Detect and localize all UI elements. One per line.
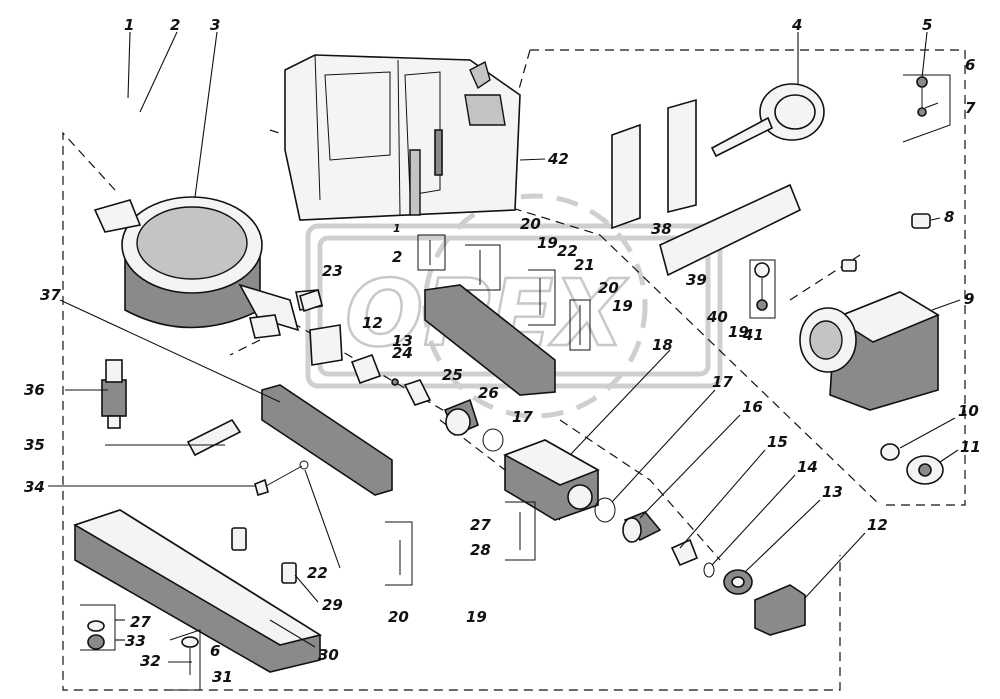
part-8-nut [841,213,931,272]
label-20-upper: 20 [520,215,541,233]
label-2-inner: 2 [392,248,402,266]
label-19-upper: 19 [537,234,558,252]
label-6: 6 [965,56,975,74]
part-30-frame [73,509,323,673]
label-17-mid: 17 [512,408,533,426]
label-39: 39 [686,271,707,289]
part-15-fitting [670,538,699,567]
label-33: 33 [125,632,146,650]
part-27-group [80,604,116,651]
part-26-fitting [443,398,479,437]
label-19: 19 [466,608,487,626]
label-13-inner: 13 [392,332,413,350]
label-1: 1 [124,16,134,34]
label-13: 13 [822,483,843,501]
label-25: 25 [442,366,463,384]
label-38: 38 [651,220,672,238]
part-4-wrench [710,83,825,158]
label-42: 42 [547,150,569,168]
label-31: 31 [212,668,233,686]
label-34: 34 [24,478,45,496]
label-35: 35 [24,436,45,454]
label-21-upper: 21 [574,256,595,274]
part-17-ring [482,428,616,523]
part-34-bolt [254,460,309,497]
label-41: 41 [742,326,764,344]
part-24-pin [350,353,399,386]
label-16: 16 [742,398,763,416]
label-14: 14 [797,458,818,476]
part-35-pin [186,418,242,457]
part-38-bracket [611,98,697,230]
label-8: 8 [944,208,954,226]
bolt-group-upper-left [417,234,591,351]
part-5-bolt-group [902,74,951,143]
part-11-washer [906,455,944,485]
part-23-bushing [299,288,323,313]
label-19-right: 19 [728,323,749,341]
label-24: 24 [392,344,413,362]
part-25-bolt [403,379,432,406]
part-20-pin-group [385,501,536,586]
label-26: 26 [478,384,499,402]
callout-labels: 1 2 3 4 5 6 7 8 9 10 11 12 13 14 15 16 1… [24,16,981,686]
label-36: 36 [24,381,45,399]
label-30: 30 [318,646,339,664]
label-22-upper: 22 [557,242,578,260]
label-9: 9 [964,290,974,308]
label-7: 7 [965,99,976,117]
part-9-motor [799,291,940,411]
cab-assembly [284,54,521,221]
label-22: 22 [307,564,328,582]
label-28: 28 [470,541,491,559]
part-13-plate [309,284,556,396]
label-20-mid: 20 [598,279,619,297]
label-12: 12 [867,516,888,534]
label-19-mid: 19 [612,297,633,315]
part-16-fitting [622,511,662,543]
label-3: 3 [210,16,220,34]
part-13-bushing [723,569,753,595]
label-32: 32 [140,652,161,670]
part-14-ring [703,562,715,578]
part-39-plate [659,183,802,277]
label-27: 27 [470,516,491,534]
label-15: 15 [767,433,788,451]
label-6-lower: 6 [210,642,220,660]
part-37-bar [261,384,393,496]
label-12-inner: 12 [362,314,383,332]
label-23: 23 [322,262,343,280]
label-1-inner: 1 [393,222,401,235]
part-40-bolt-group [749,259,776,319]
label-20: 20 [388,608,409,626]
part-3-housing [93,196,323,339]
label-5: 5 [922,16,932,34]
label-18: 18 [652,336,673,354]
label-40: 40 [706,308,728,326]
label-10: 10 [958,402,979,420]
part-10-washer [880,443,900,461]
label-4: 4 [791,16,802,34]
label-2: 2 [170,16,180,34]
part-12-block [754,584,806,636]
label-27-lower: 27 [130,613,151,631]
leader-lines [48,31,961,663]
part-31-bolt-group [169,629,201,691]
label-17: 17 [712,373,733,391]
part-18-block [503,439,600,521]
label-37: 37 [40,286,61,304]
label-11: 11 [960,438,981,456]
label-29: 29 [322,596,343,614]
part-36-pin [101,359,127,429]
